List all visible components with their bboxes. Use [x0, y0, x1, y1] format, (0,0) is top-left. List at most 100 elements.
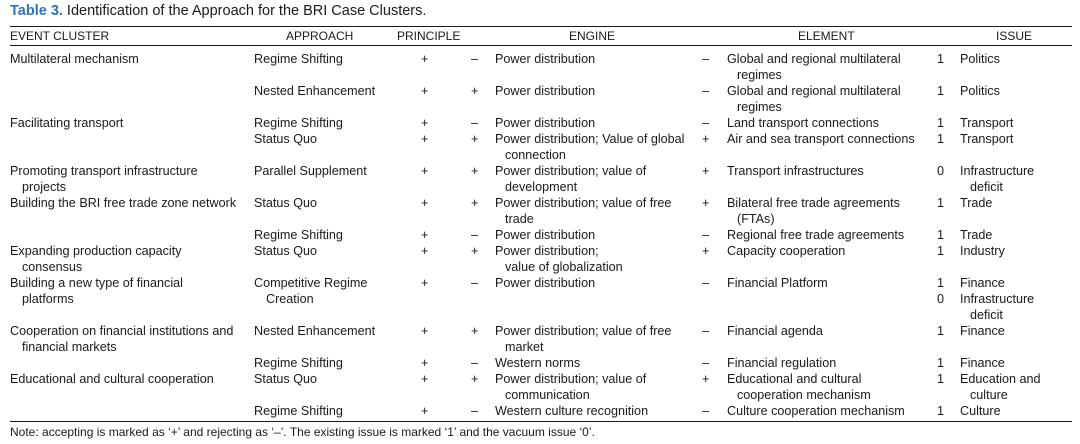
approach-cell-line: Regime Shifting — [254, 404, 343, 418]
principle-sign-2: + — [471, 244, 479, 258]
approach-cell-line: Status Quo — [254, 244, 318, 258]
issue-status: 1 — [937, 132, 945, 146]
issue-cell-line: Finance — [960, 276, 1005, 290]
engine-cell-line: trade — [505, 212, 534, 226]
approach-cell-line: Status Quo — [254, 196, 318, 210]
engine-cell-line: Western norms — [495, 356, 581, 370]
engine-cell-line: connection — [505, 148, 566, 162]
table-title: Identification of the Approach for the B… — [66, 3, 427, 19]
header-top-rule — [10, 26, 1072, 27]
issue-cell-line: culture — [970, 388, 1008, 402]
issue-cell-line: deficit — [970, 308, 1003, 322]
element-sign: – — [702, 324, 710, 338]
engine-cell-line: development — [505, 180, 578, 194]
element-cell-line: Financial Platform — [727, 276, 828, 290]
principle-sign-2: + — [471, 196, 479, 210]
engine-cell: Power distribution — [495, 83, 595, 99]
element-cell-line: Culture cooperation mechanism — [727, 404, 905, 418]
engine-cell-line: value of globalization — [505, 260, 623, 274]
element-sign: + — [702, 372, 710, 386]
element-sign: – — [702, 404, 710, 418]
element-cell-line: Global and regional multilateral — [727, 52, 901, 66]
header-bottom-rule — [10, 45, 1072, 46]
approach-cell: Parallel Supplement — [254, 163, 367, 179]
principle-sign-2: + — [471, 372, 479, 386]
issue-status: 1 — [937, 84, 945, 98]
approach-cell: Regime Shifting — [254, 115, 343, 131]
issue-cell-line: deficit — [970, 180, 1003, 194]
element-sign: – — [702, 356, 710, 370]
principle-sign-1: + — [421, 116, 429, 130]
engine-cell: Power distribution — [495, 51, 595, 67]
issue-cell-line: Politics — [960, 52, 1000, 66]
issue-cell: Trade — [960, 227, 992, 243]
issue-cell-line: Finance — [960, 324, 1005, 338]
issue-cell-line: Trade — [960, 228, 993, 242]
issue-cell: Finance — [960, 323, 1005, 339]
issue-cell: Finance — [960, 355, 1005, 371]
issue-cell-line: Transport — [960, 116, 1014, 130]
element-sign: + — [702, 244, 710, 258]
element-cell: Financial regulation — [727, 355, 836, 371]
element-cell-line: Capacity cooperation — [727, 244, 846, 258]
element-cell-line: regimes — [737, 100, 782, 114]
principle-sign-2: – — [471, 52, 479, 66]
engine-cell-line: Power distribution — [495, 52, 596, 66]
approach-cell-line: Regime Shifting — [254, 52, 343, 66]
approach-cell: Status Quo — [254, 195, 317, 211]
engine-cell-line: Power distribution — [495, 228, 596, 242]
principle-sign-2: + — [471, 324, 479, 338]
issue-status: 1 — [937, 52, 945, 66]
principle-sign-2: – — [471, 356, 479, 370]
engine-cell-line: Power distribution; value of — [495, 372, 647, 386]
principle-sign-1: + — [421, 244, 429, 258]
header-principle: PRINCIPLE — [397, 29, 461, 43]
approach-cell-line: Competitive Regime — [254, 276, 368, 290]
issue-status: 1 — [937, 228, 945, 242]
approach-cell: Nested Enhancement — [254, 83, 375, 99]
element-sign: + — [702, 196, 710, 210]
element-cell: Global and regional multilateral regimes — [727, 51, 901, 83]
element-cell: Transport infrastructures — [727, 163, 864, 179]
element-cell-line: cooperation mechanism — [737, 388, 871, 402]
issue-status: 1 — [937, 196, 945, 210]
principle-sign-1: + — [421, 52, 429, 66]
issue-cell-line: Infrastructure — [960, 164, 1035, 178]
issue-status: 1 — [937, 244, 945, 258]
issue-cell-line: Culture — [960, 404, 1001, 418]
element-cell-line: Financial regulation — [727, 356, 837, 370]
engine-cell-line: Power distribution — [495, 116, 596, 130]
engine-cell-line: Power distribution; value of — [495, 164, 647, 178]
principle-sign-2: + — [471, 164, 479, 178]
header-engine: ENGINE — [569, 29, 616, 43]
event-cluster-cell: Multilateral mechanism — [10, 51, 139, 67]
element-cell-line: regimes — [737, 68, 782, 82]
engine-cell-line: Power distribution; value of free — [495, 324, 672, 338]
event-cluster-cell: Facilitating transport — [10, 115, 123, 131]
approach-cell-line: Status Quo — [254, 372, 318, 386]
event-cluster-cell: Building the BRI free trade zone network — [10, 195, 236, 211]
event-cluster-cell: Cooperation on financial institutions an… — [10, 323, 233, 355]
principle-sign-1: + — [421, 132, 429, 146]
approach-cell-line: Regime Shifting — [254, 356, 343, 370]
engine-cell-line: market — [505, 340, 544, 354]
approach-cell: Status Quo — [254, 243, 317, 259]
event-cluster-cell-line: Multilateral mechanism — [10, 52, 139, 66]
element-cell: Financial Platform — [727, 275, 828, 291]
issue-cell: Trade — [960, 195, 992, 211]
element-sign: + — [702, 164, 710, 178]
element-cell: Capacity cooperation — [727, 243, 845, 259]
approach-cell: Regime Shifting — [254, 403, 343, 419]
principle-sign-1: + — [421, 356, 429, 370]
principle-sign-1: + — [421, 404, 429, 418]
engine-cell-line: Power distribution — [495, 276, 596, 290]
element-cell-line: Financial agenda — [727, 324, 823, 338]
issue-cell: Politics — [960, 83, 1000, 99]
principle-sign-1: + — [421, 324, 429, 338]
engine-cell: Power distribution — [495, 227, 595, 243]
issue-cell: Politics — [960, 51, 1000, 67]
